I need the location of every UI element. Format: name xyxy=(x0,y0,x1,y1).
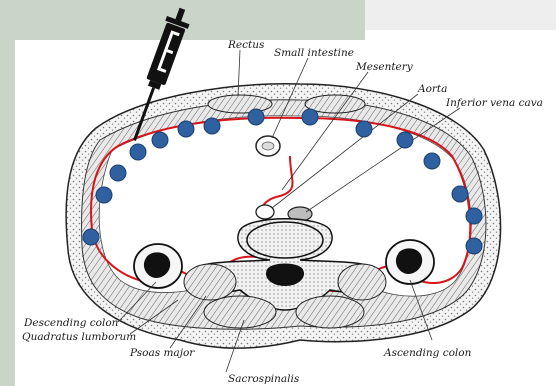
injection-site-dot xyxy=(152,132,168,148)
injection-site-dot xyxy=(83,229,99,245)
injection-site-dot xyxy=(248,109,264,125)
ascending-colon xyxy=(386,240,434,284)
injection-site-dot xyxy=(466,208,482,224)
label-mesentery: Mesentery xyxy=(355,61,414,73)
label-sacrospinalis: Sacrospinalis xyxy=(228,373,300,385)
injection-site-dot xyxy=(204,118,220,134)
rectus-left xyxy=(208,95,272,113)
sacrospinalis-left xyxy=(204,296,276,328)
psoas-left xyxy=(184,264,236,300)
label-descending-colon: Descending colon xyxy=(23,317,119,329)
label-inferior-vena-cava: Inferior vena cava xyxy=(445,97,543,109)
aorta xyxy=(256,205,274,219)
injection-site-dot xyxy=(302,109,318,125)
injection-site-dot xyxy=(110,165,126,181)
vertebral-body xyxy=(247,222,323,258)
sacrospinalis-right xyxy=(296,296,364,328)
small-intestine-lumen xyxy=(262,142,274,150)
label-small-intestine: Small intestine xyxy=(274,47,354,59)
label-aorta: Aorta xyxy=(417,83,447,95)
injection-site-dot xyxy=(452,186,468,202)
label-quadratus-lumborum: Quadratus lumborum xyxy=(22,331,136,343)
psoas-right xyxy=(338,264,386,300)
injection-site-dot xyxy=(96,187,112,203)
injection-site-dot xyxy=(178,121,194,137)
descending-colon xyxy=(134,244,182,288)
injection-site-dot xyxy=(130,144,146,160)
injection-site-dot xyxy=(466,238,482,254)
label-ascending-colon: Ascending colon xyxy=(383,347,472,359)
injection-site-dot xyxy=(397,132,413,148)
label-psoas-major: Psoas major xyxy=(129,347,195,359)
label-rectus: Rectus xyxy=(227,39,265,51)
injection-site-dot xyxy=(356,121,372,137)
injection-site-dot xyxy=(424,153,440,169)
white-figure-area-top xyxy=(365,30,556,42)
